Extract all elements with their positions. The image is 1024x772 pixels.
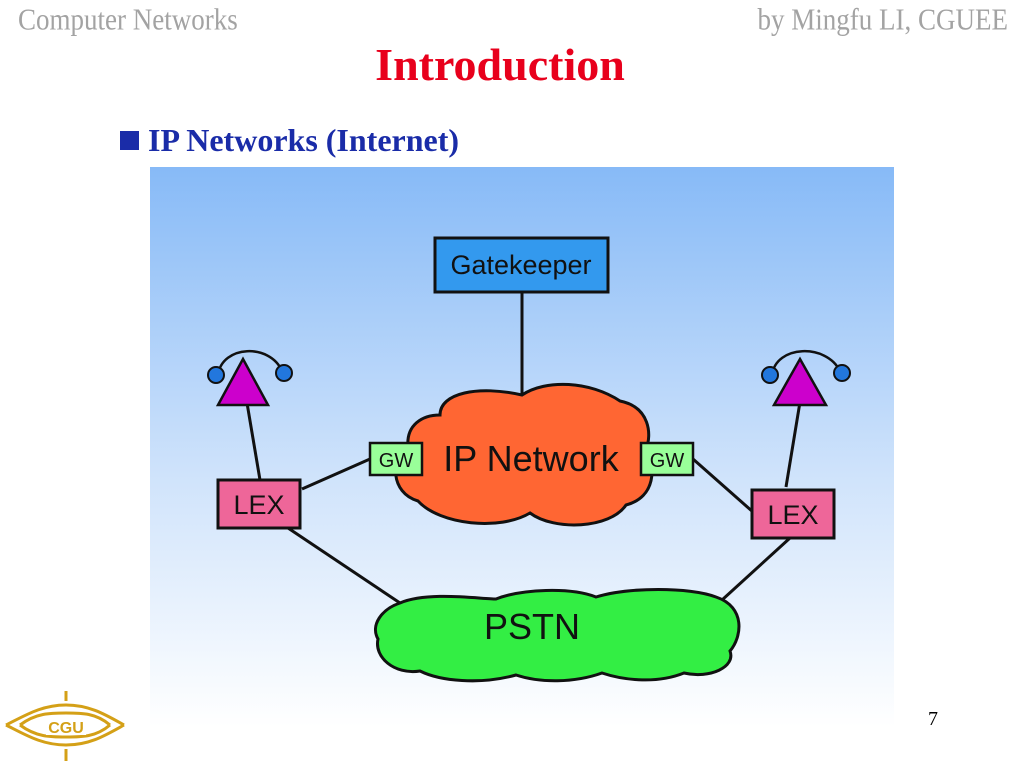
connection-lines bbox=[244, 292, 802, 607]
telephone-right-icon bbox=[761, 349, 851, 407]
network-diagram: Gatekeeper IP Network GW GW LEX LEX PSTN bbox=[150, 167, 894, 727]
lex-right-box bbox=[750, 488, 836, 540]
telephone-left-icon bbox=[207, 349, 293, 407]
lex-left-box bbox=[216, 478, 302, 530]
bullet-item: IP Networks (Internet) bbox=[120, 122, 459, 159]
gatekeeper-box bbox=[433, 236, 610, 294]
gateway-right-label: GW bbox=[650, 450, 685, 472]
ip-network-cloud bbox=[394, 382, 654, 527]
gateway-left-label: GW bbox=[379, 450, 414, 472]
logo-text: CGU bbox=[48, 720, 84, 737]
gateway-right-box bbox=[639, 441, 695, 477]
pstn-cloud bbox=[374, 588, 741, 683]
cgu-logo: CGU bbox=[2, 683, 128, 772]
ip-network-label: IP Network bbox=[443, 438, 619, 479]
author-credit: by Mingfu LI, CGUEE bbox=[757, 2, 1008, 37]
gatekeeper-label: Gatekeeper bbox=[450, 250, 591, 280]
slide-title: Introduction bbox=[375, 39, 625, 90]
pstn-label: PSTN bbox=[484, 606, 580, 647]
bullet-text: IP Networks (Internet) bbox=[148, 122, 460, 158]
gateway-left-box bbox=[368, 441, 424, 477]
course-title: Computer Networks bbox=[18, 2, 238, 37]
lex-left-label: LEX bbox=[233, 490, 284, 520]
square-bullet-icon bbox=[120, 131, 139, 150]
lex-right-label: LEX bbox=[767, 500, 818, 530]
page-number: 7 bbox=[928, 708, 938, 730]
